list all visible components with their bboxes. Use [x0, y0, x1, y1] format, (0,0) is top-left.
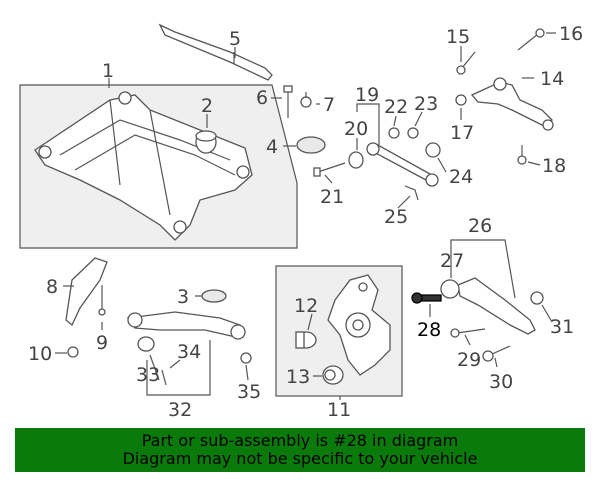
- bolt-10: [67, 346, 79, 358]
- label-14: 14: [540, 68, 564, 90]
- bushing-13: [322, 365, 344, 385]
- label-7: 7: [323, 94, 335, 116]
- bolt-34: [161, 369, 167, 386]
- stabilizer-bar-5: [158, 23, 273, 81]
- label-13: 13: [286, 366, 310, 388]
- lateral-link-19: [366, 142, 439, 187]
- washer-3: [201, 289, 227, 303]
- bushing-2: [195, 130, 217, 154]
- label-15: 15: [446, 26, 470, 48]
- bushing-17: [455, 94, 467, 106]
- label-3: 3: [177, 286, 189, 308]
- label-28: 28: [417, 319, 441, 341]
- label-18: 18: [542, 155, 566, 177]
- knuckle: [327, 274, 391, 376]
- label-20: 20: [344, 118, 368, 140]
- parts-diagram: 1 2 3 4 5 6 7 8 9 10 11 12 13 14 15 16 1…: [19, 23, 583, 421]
- bushing-12: [295, 331, 317, 349]
- washer-22: [388, 127, 400, 139]
- bolt-29: [450, 328, 486, 338]
- washer-4: [296, 136, 326, 154]
- bushing-20: [348, 151, 364, 169]
- label-19: 19: [355, 84, 379, 106]
- bracket-25: [404, 185, 419, 201]
- bracket-8: [65, 257, 108, 327]
- nut-23: [407, 127, 419, 139]
- label-27: 27: [440, 250, 464, 272]
- label-33: 33: [136, 364, 160, 386]
- label-6: 6: [256, 87, 268, 109]
- bolt-16: [517, 28, 545, 51]
- label-8: 8: [46, 276, 58, 298]
- label-32: 32: [168, 399, 192, 421]
- nut-24: [425, 142, 441, 158]
- label-31: 31: [550, 316, 574, 338]
- label-34: 34: [177, 341, 201, 363]
- label-35: 35: [237, 381, 261, 403]
- banner-line-2: Diagram may not be specific to your vehi…: [122, 449, 478, 468]
- label-4: 4: [266, 136, 278, 158]
- trailing-arm-32: [126, 311, 246, 340]
- bolt-28: [411, 292, 442, 304]
- bushing-33: [137, 336, 155, 352]
- label-2: 2: [201, 95, 213, 117]
- label-12: 12: [294, 295, 318, 317]
- bolt-21: [313, 162, 346, 177]
- bolt-9: [98, 285, 106, 316]
- label-9: 9: [96, 332, 108, 354]
- label-16: 16: [559, 23, 583, 45]
- label-25: 25: [384, 206, 408, 228]
- label-30: 30: [489, 371, 513, 393]
- label-11: 11: [327, 399, 351, 421]
- label-22: 22: [384, 96, 408, 118]
- upper-arm-14: [470, 77, 554, 131]
- nut-31: [530, 291, 544, 305]
- info-banner: Part or sub-assembly is #28 in diagram D…: [15, 428, 585, 472]
- bolt-15: [456, 51, 476, 75]
- label-29: 29: [457, 349, 481, 371]
- label-23: 23: [414, 93, 438, 115]
- label-5: 5: [229, 28, 241, 50]
- nut-35: [240, 352, 252, 364]
- label-17: 17: [450, 122, 474, 144]
- bolt-18: [517, 145, 527, 165]
- label-10: 10: [28, 343, 52, 365]
- bolt-6: [283, 85, 293, 118]
- label-26: 26: [468, 215, 492, 237]
- label-21: 21: [320, 186, 344, 208]
- lower-arm-26: [440, 277, 536, 335]
- nut-7: [300, 92, 312, 108]
- bolt-30: [482, 345, 511, 362]
- banner-line-1: Part or sub-assembly is #28 in diagram: [141, 431, 459, 450]
- leader-lines: [55, 32, 556, 400]
- crossmember: [34, 91, 253, 241]
- label-1: 1: [102, 60, 114, 82]
- label-24: 24: [449, 166, 473, 188]
